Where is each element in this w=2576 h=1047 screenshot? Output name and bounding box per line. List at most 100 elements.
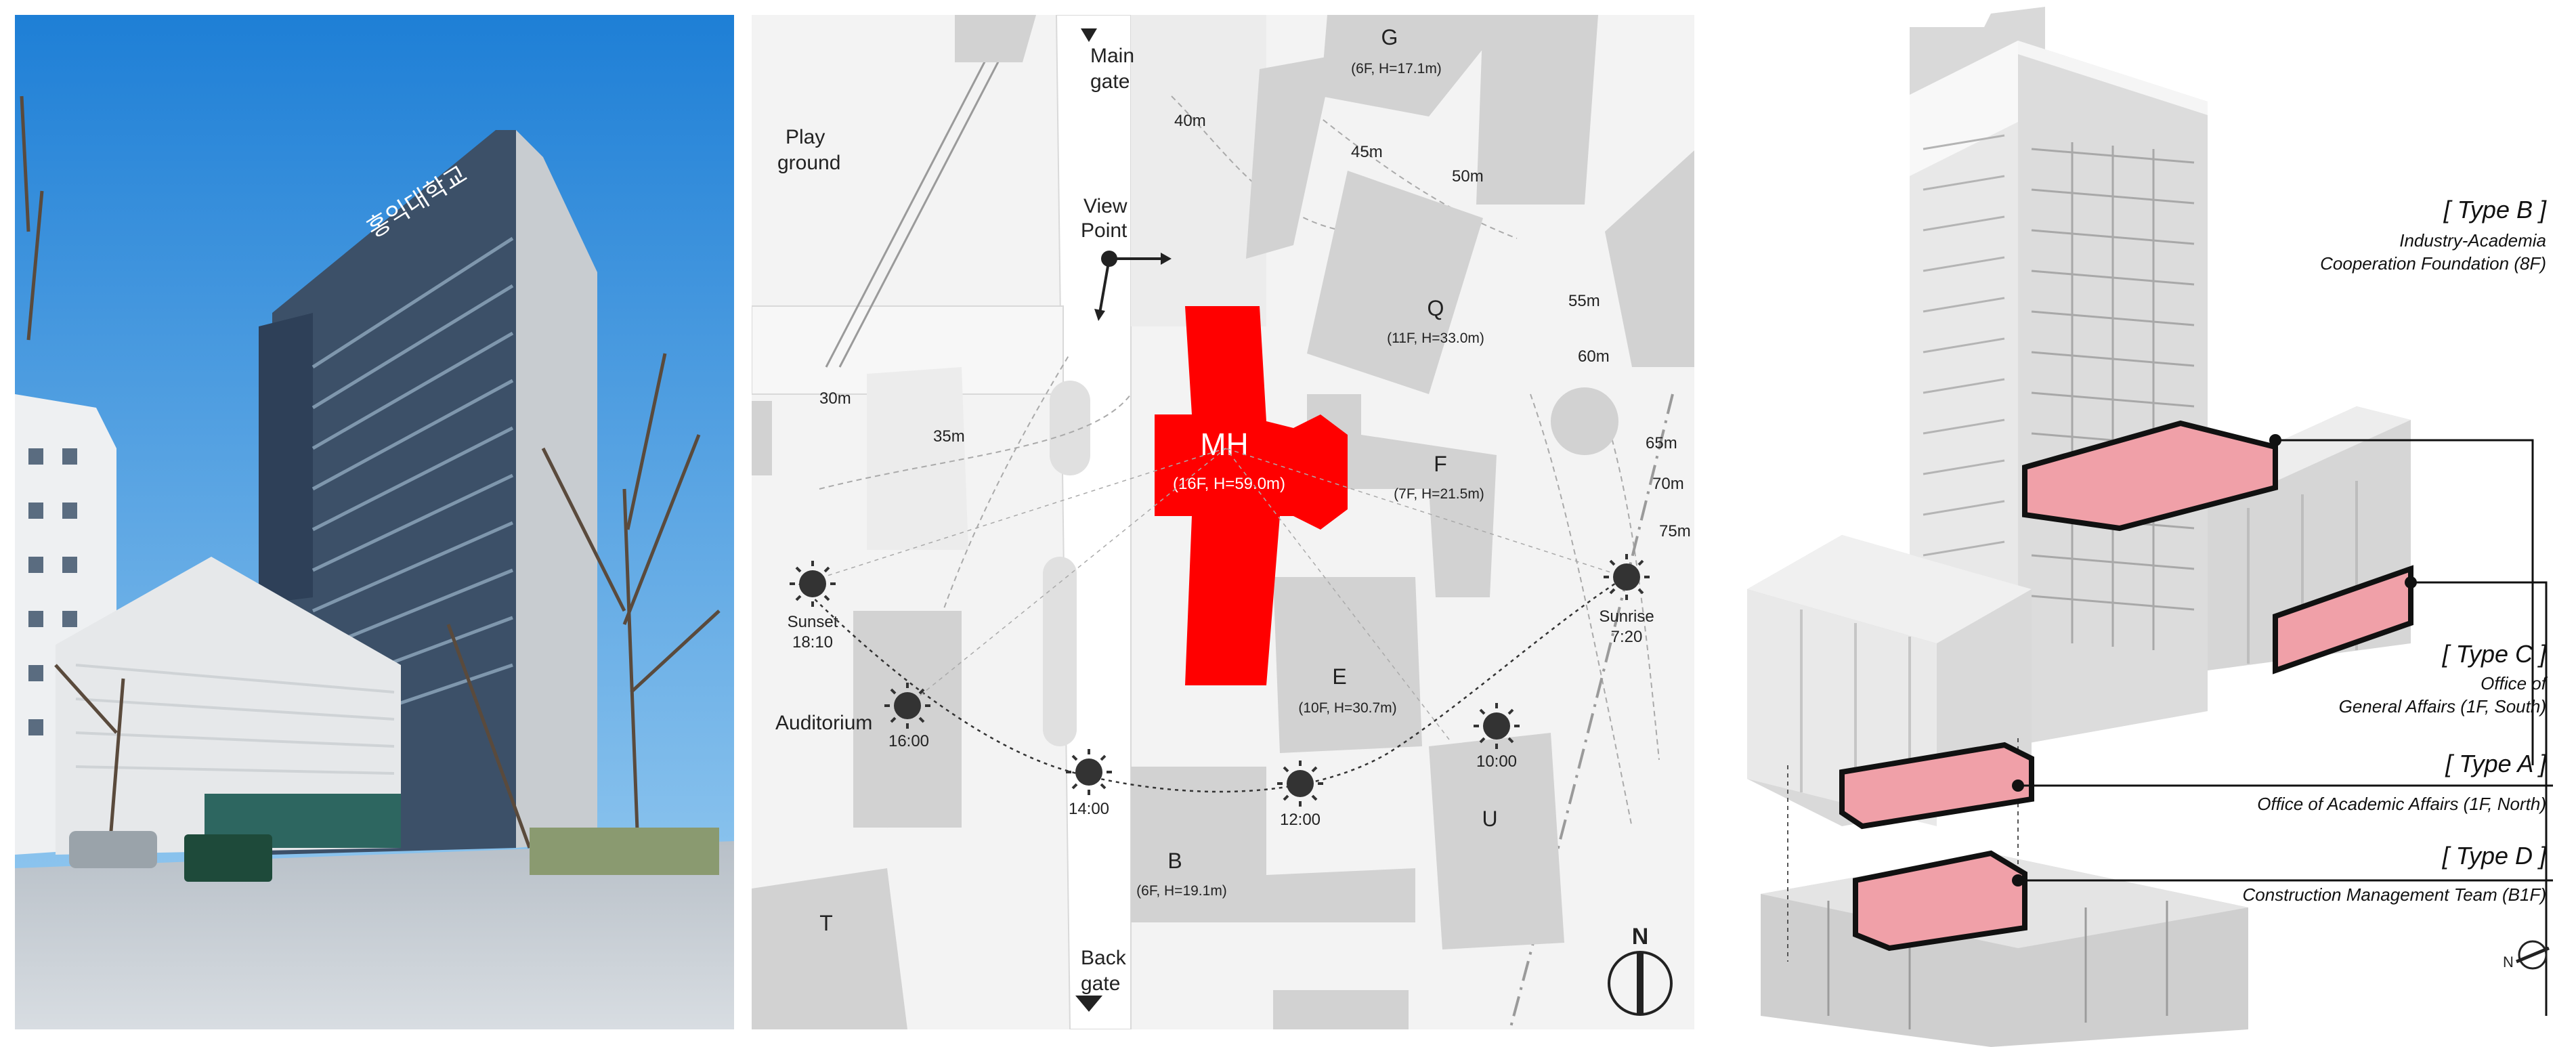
- trees-photo: [20, 95, 721, 849]
- left-wing: [1747, 535, 2032, 826]
- railway: [825, 15, 1024, 368]
- campus-photo-svg: 홍익대학교: [15, 15, 734, 1029]
- building-q-info: (11F, H=33.0m): [1387, 330, 1484, 346]
- sunrise-label-2: 7:20: [1611, 628, 1643, 646]
- campus-photo: 홍익대학교: [15, 15, 734, 1029]
- building-e-info: (10F, H=30.7m): [1298, 700, 1396, 716]
- back-gate-label-2: gate: [1081, 973, 1120, 995]
- shrubs: [530, 828, 719, 875]
- building-t: [752, 868, 907, 1029]
- playground-label-1: Play: [786, 126, 825, 148]
- north-label: N: [1632, 924, 1649, 949]
- main-gate-label-2: gate: [1090, 70, 1130, 93]
- highlight-type-a: [1839, 742, 2034, 830]
- building-f-name: F: [1434, 452, 1447, 476]
- contour-35: 35m: [933, 427, 965, 446]
- pavement: [15, 841, 734, 1029]
- sun-icons: [790, 554, 1650, 807]
- sun-time-1000: 10:00: [1476, 752, 1517, 771]
- type-a-title: [ Type A ]: [2445, 750, 2547, 777]
- type-c-line-2: General Affairs (1F, South): [2339, 696, 2546, 717]
- highlight-type-d: [1853, 850, 2027, 952]
- building-edge-left: [752, 401, 772, 475]
- building-g-name: G: [1381, 25, 1398, 49]
- building-b-name: B: [1167, 849, 1182, 873]
- sun-time-1600: 16:00: [888, 732, 929, 750]
- type-c-line-1: Office of: [2481, 673, 2548, 693]
- contour-70: 70m: [1652, 475, 1684, 493]
- view-point-label-2: Point: [1081, 219, 1128, 242]
- axonometric-diagram: [ Type B ] Industry-Academia Cooperation…: [1706, 0, 2576, 1047]
- contour-65: 65m: [1646, 434, 1677, 452]
- type-a-line-1: Office of Academic Affairs (1F, North): [2257, 794, 2546, 814]
- building-f-info: (7F, H=21.5m): [1394, 486, 1484, 502]
- sun-time-1200: 12:00: [1280, 811, 1321, 829]
- building-e: [1273, 577, 1422, 753]
- building-b-info: (6F, H=19.1m): [1136, 883, 1227, 899]
- site-map-svg: MH (16F, H=59.0m): [752, 15, 1694, 1029]
- leader-dots: [2012, 434, 2417, 886]
- type-b-line-1: Industry-Academia: [2399, 230, 2546, 251]
- sun-icon: [1604, 554, 1650, 600]
- building-f-round: [1551, 387, 1618, 455]
- type-d-title: [ Type D ]: [2442, 842, 2547, 870]
- sun-icon: [790, 561, 836, 607]
- low-building-photo: [56, 557, 401, 855]
- type-labels: [ Type B ] Industry-Academia Cooperation…: [2243, 196, 2548, 905]
- main-gate-label-1: Main: [1090, 45, 1134, 67]
- building-q-name: Q: [1427, 296, 1444, 320]
- mh-info: (16F, H=59.0m): [1173, 475, 1285, 493]
- contour-40: 40m: [1174, 112, 1206, 130]
- axonometric-svg: [ Type B ] Industry-Academia Cooperation…: [1747, 7, 2553, 1047]
- sunset-label-1: Sunset: [788, 613, 838, 631]
- building-e-name: E: [1332, 664, 1346, 689]
- building-u: [1429, 733, 1564, 949]
- sun-icon: [1277, 761, 1323, 807]
- site-map: MH (16F, H=59.0m): [752, 15, 1694, 1029]
- building-g-info: (6F, H=17.1m): [1351, 61, 1442, 77]
- building-q: [1307, 171, 1483, 394]
- sun-icon: [1474, 703, 1520, 749]
- highlight-type-b: [2022, 420, 2278, 532]
- sun-path: [798, 576, 1626, 793]
- highlight-type-c: [2273, 565, 2413, 675]
- contour-30: 30m: [819, 389, 851, 408]
- compass-icon: N: [2503, 940, 2550, 970]
- view-point-marker: [1094, 251, 1172, 321]
- type-c-title: [ Type C ]: [2442, 640, 2547, 668]
- back-gate-label-1: Back: [1081, 947, 1127, 969]
- building-far-right: [1605, 150, 1694, 367]
- playground-label-2: ground: [777, 152, 840, 174]
- contour-45: 45m: [1351, 143, 1383, 161]
- mh-label: MH: [1200, 427, 1249, 462]
- building-bottom: [1273, 990, 1409, 1029]
- building-u-name: U: [1482, 807, 1497, 831]
- leader-lines: [2018, 439, 2553, 1016]
- building-t-name: T: [819, 911, 833, 935]
- contour-60: 60m: [1578, 347, 1610, 366]
- building-mh: [1155, 306, 1348, 685]
- building-left-of-g: [1246, 56, 1334, 259]
- building-g: [1321, 15, 1510, 116]
- auditorium-label: Auditorium: [775, 712, 872, 734]
- view-point-label-1: View: [1083, 195, 1128, 217]
- sunset-label-2: 18:10: [792, 633, 833, 651]
- contour-lines: [819, 95, 1660, 828]
- truck: [184, 834, 272, 882]
- main-gate-arrow-icon: [1081, 28, 1097, 42]
- contour-50: 50m: [1452, 167, 1484, 186]
- sun-icon: [1066, 749, 1112, 795]
- sunrise-label-1: Sunrise: [1599, 607, 1654, 626]
- projection-lines: [1787, 738, 2019, 962]
- paved-area: [867, 15, 1266, 746]
- contour-55: 55m: [1568, 292, 1600, 310]
- building-b: [1131, 767, 1415, 922]
- sun-rays: [812, 448, 1626, 740]
- axo-north-label: N: [2503, 954, 2514, 970]
- tower: [1910, 41, 2208, 745]
- contour-75: 75m: [1659, 522, 1691, 540]
- type-d-line-1: Construction Management Team (B1F): [2243, 884, 2546, 905]
- sun-icon: [884, 683, 930, 729]
- building-right-of-g: [1476, 15, 1598, 205]
- sun-time-1400: 14:00: [1069, 800, 1109, 818]
